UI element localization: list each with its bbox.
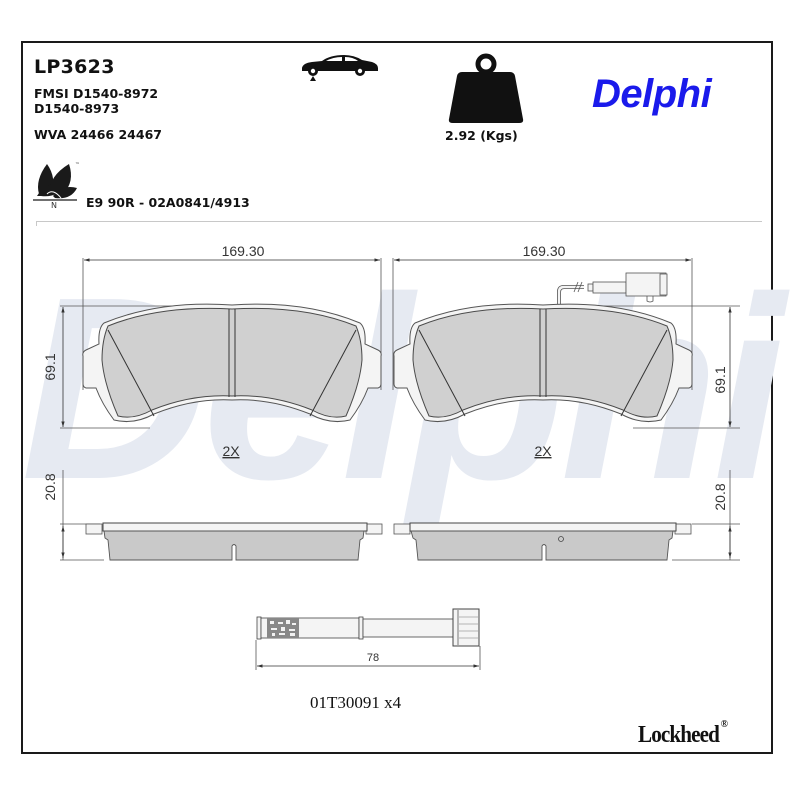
part-number: LP3623 (34, 56, 115, 78)
pad-front-right: 169.30 69.1 2X (392, 243, 740, 459)
pin-length-label: 78 (367, 652, 379, 664)
pad-right-height-label: 69.1 (712, 366, 728, 393)
guide-pin: 78 (255, 608, 481, 670)
pad-right-width-label: 169.30 (523, 243, 566, 259)
weight-icon (448, 53, 524, 123)
side-left-thickness-label: 20.8 (42, 473, 58, 500)
pad-side-right: 20.8 (393, 470, 740, 561)
pad-left-height-label: 69.1 (42, 353, 58, 380)
car-on-lift-icon (302, 55, 378, 81)
eco-leaf-icon: N ™ (33, 162, 80, 208)
pad-right-qty-label: 2X (534, 443, 552, 459)
fmsi-line-1: FMSI D1540-8972 (34, 86, 159, 101)
eco-label: N (51, 201, 57, 208)
fmsi-codes: FMSI D1540-8972 D1540-8973 (34, 86, 158, 116)
ece-approval: E9 90R - 02A0841/4913 (86, 195, 250, 210)
eco-tm: ™ (75, 162, 80, 168)
header-divider (36, 221, 762, 222)
wear-sensor (557, 272, 668, 306)
side-right-thickness-label: 20.8 (712, 483, 728, 510)
pad-front-left: 169.30 69.1 2X (42, 243, 382, 459)
lockheed-wordmark: Lockheed (638, 722, 720, 748)
registered-mark: ® (720, 718, 728, 730)
pad-side-left: 20.8 (42, 470, 383, 561)
pin-part-label: 01T30091 x4 (310, 693, 402, 712)
weight-label: 2.92 (Kgs) (445, 128, 518, 143)
delphi-logo: Delphi (592, 72, 712, 116)
pad-left-qty-label: 2X (222, 443, 240, 459)
fmsi-line-2: D1540-8973 (34, 101, 120, 116)
wva-codes: WVA 24466 24467 (34, 127, 162, 142)
lockheed-logo: Lockheed® (638, 718, 728, 749)
header-divider-tick (36, 221, 37, 226)
pad-left-width-label: 169.30 (222, 243, 265, 259)
drawing-frame (21, 41, 773, 754)
